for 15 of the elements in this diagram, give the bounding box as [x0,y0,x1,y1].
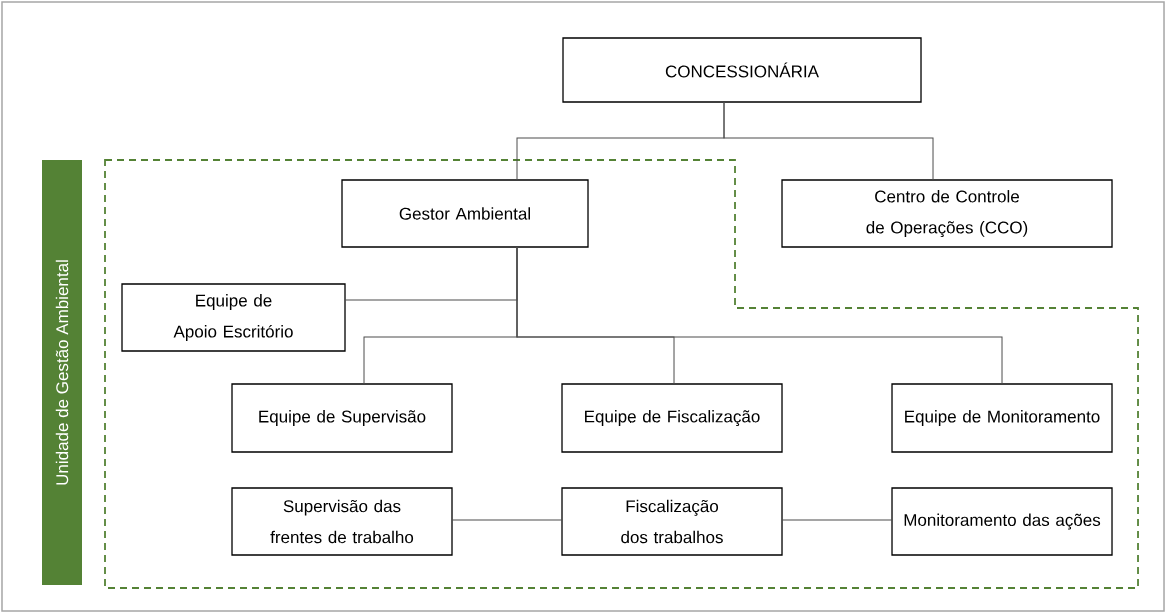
org-box: CONCESSIONÁRIA [562,37,922,103]
org-box: Equipe de Apoio Escritório [121,283,346,352]
org-box: Equipe de Fiscalização [561,383,783,453]
org-box: Fiscalização dos trabalhos [561,487,783,556]
org-box: Gestor Ambiental [341,179,589,248]
org-box: Monitoramento das ações [891,487,1113,556]
connector-line [451,519,563,521]
org-box: Equipe de Monitoramento [891,383,1113,453]
connector-line [516,246,1003,385]
connector-line [723,101,934,181]
org-box: Centro de Controle de Operações (CCO) [781,179,1113,248]
band: Unidade de Gestão Ambiental [42,160,82,585]
org-box: Equipe de Supervisão [231,383,453,453]
connector-line [781,519,893,521]
org-box: Supervisão das frentes de trabalho [231,487,453,556]
